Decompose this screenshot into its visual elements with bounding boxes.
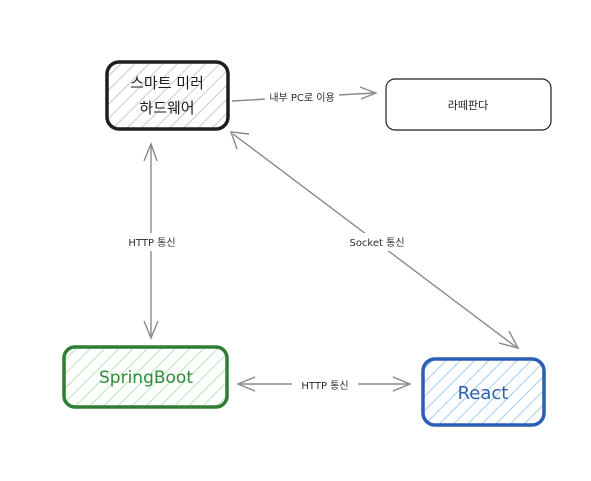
edge-label-internal-pc: 내부 PC로 이용 — [269, 92, 334, 104]
node-label: SpringBoot — [99, 368, 193, 388]
node-springboot: SpringBoot — [62, 345, 229, 409]
node-smart-mirror-hardware: 스마트 미러 하드웨어 — [105, 60, 230, 131]
node-label-line1: 스마트 미러 — [130, 74, 204, 92]
node-label-line2: 하드웨어 — [139, 99, 194, 117]
node-label: 라떼판다 — [448, 99, 488, 112]
edge-label-bg — [292, 376, 358, 394]
edge-label-http-horizontal: HTTP 통신 — [301, 380, 348, 392]
node-react: React — [421, 357, 546, 427]
edge-label-bg — [265, 88, 339, 106]
edge-label-bg — [340, 233, 414, 251]
node-label: React — [458, 383, 509, 404]
node-lattepanda: 라떼판다 — [385, 78, 552, 131]
edge-label-bg — [119, 233, 185, 251]
edge-label-socket: Socket 통신 — [349, 237, 404, 249]
edge-label-http-vertical: HTTP 통신 — [128, 237, 175, 249]
